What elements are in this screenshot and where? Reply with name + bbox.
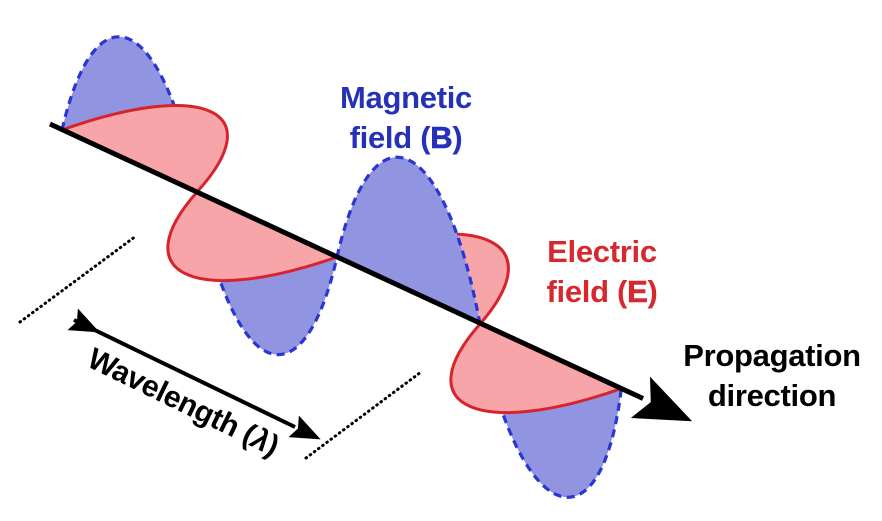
propagation-direction-label: Propagation direction bbox=[683, 336, 861, 416]
electric-symbol-E: E bbox=[627, 274, 648, 310]
propagation-direction-label-line2: direction bbox=[707, 378, 837, 413]
electric-lobe-4 bbox=[449, 322, 622, 415]
magnetic-symbol-B: B bbox=[430, 120, 453, 156]
wavelength-arrow bbox=[67, 308, 321, 440]
propagation-axis-line bbox=[48, 121, 693, 422]
propagation-direction-label-line1: Propagation bbox=[683, 338, 861, 373]
electric-field-label: Electric field (E) bbox=[547, 232, 658, 312]
electric-lobe-2 bbox=[166, 190, 339, 283]
electric-field-label-line2: field (E) bbox=[546, 274, 658, 310]
wavelength-dotted-line-left bbox=[18, 234, 138, 324]
magnetic-field-label-line2: field (B) bbox=[349, 120, 463, 156]
magnetic-lobe-3 bbox=[335, 155, 482, 326]
magnetic-field-label: Magnetic field (B) bbox=[340, 78, 472, 158]
electric-lobe-1 bbox=[60, 104, 229, 194]
magnetic-field-label-line1: Magnetic bbox=[340, 80, 472, 115]
wavelength-dotted-line-right bbox=[304, 370, 423, 460]
electric-field-label-line1: Electric bbox=[547, 234, 657, 269]
